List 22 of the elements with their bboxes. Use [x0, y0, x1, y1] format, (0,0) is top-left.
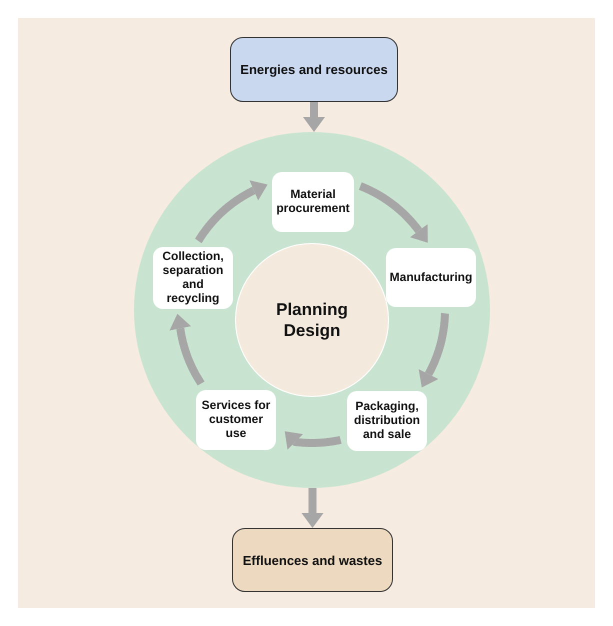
- stage-box: [153, 247, 233, 309]
- output-box: [232, 528, 393, 592]
- arrow: [170, 314, 205, 387]
- stage-box: [196, 390, 276, 450]
- node-text: Material procurement: [275, 188, 351, 216]
- node-text: Manufacturing: [390, 270, 472, 284]
- stage-box: [272, 172, 354, 232]
- node-text: Energies and resources: [240, 62, 388, 77]
- node-text: Services for customer use: [200, 399, 272, 441]
- arrow: [284, 431, 344, 450]
- node-text: Planning Design: [275, 298, 349, 342]
- node-text: Packaging, distribution and sale: [353, 400, 421, 442]
- stage-box: [347, 391, 427, 451]
- stage-box: [386, 248, 476, 307]
- arrow: [302, 488, 324, 528]
- node-text: Collection, separation and recycling: [161, 250, 225, 306]
- arrow: [194, 180, 268, 244]
- arrow: [418, 310, 449, 388]
- arrow: [303, 102, 325, 132]
- node-text: Effluences and wastes: [242, 552, 382, 568]
- input-box: [230, 37, 398, 102]
- arrow: [357, 182, 428, 243]
